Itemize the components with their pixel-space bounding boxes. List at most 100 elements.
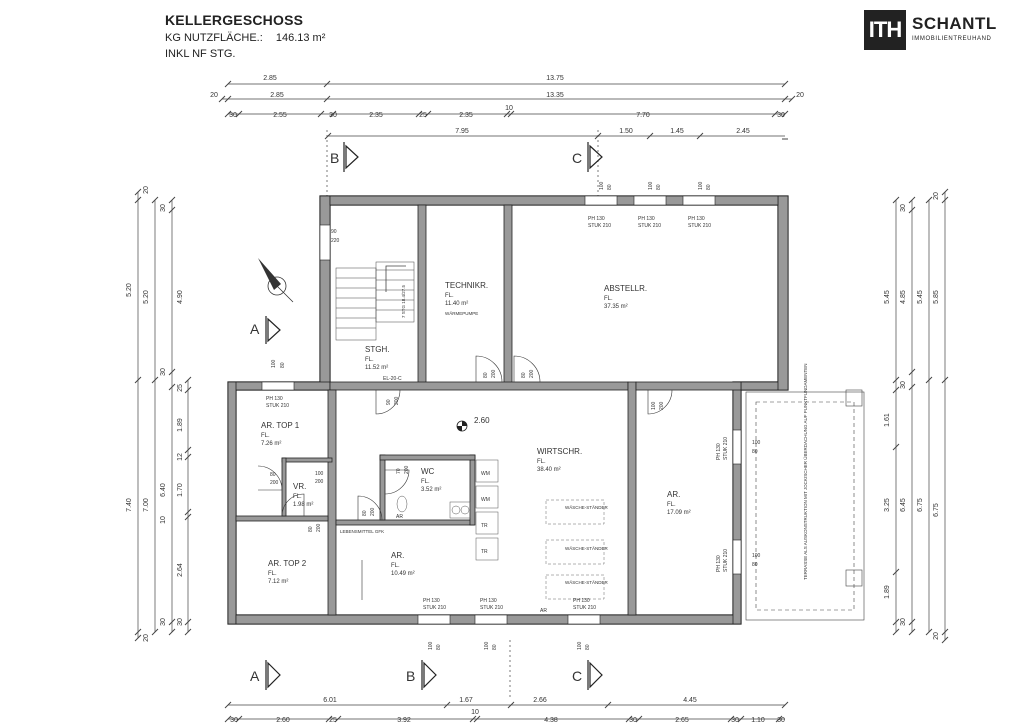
logo-mark: ITH [864,10,906,50]
window-label-8: PH 130 [716,443,722,460]
svg-text:WIRTSCHR.: WIRTSCHR. [537,447,582,456]
door-w-16: 100 [484,641,490,650]
window-label-4: PH 130 [266,396,283,402]
door-w-1: 90 [331,229,337,235]
dim-top-r4-1: 1.50 [619,128,633,135]
dim-bottom-r1-0: 6.01 [323,697,337,704]
laundry-racks [545,499,605,600]
door-h-9: 200 [370,507,376,516]
dim-left-7: 1.89 [177,418,184,432]
door-w-14: 100 [698,181,704,190]
dim-top-r3-8: 30 [777,112,785,119]
top-dimension-texts: 2.85 13.75 20 2.85 13.35 20 30 2.55 30 2… [210,75,804,135]
bottom-dimension-texts: 6.01 1.67 2.66 4.45 30 2.60 25 3.92 10 4… [230,697,785,724]
dim-right-12: 1.89 [884,585,891,599]
svg-text:A: A [250,668,260,684]
dim-bottom-r2-4: 10 [471,709,479,716]
svg-text:FL.: FL. [604,296,613,302]
svg-text:VR.: VR. [293,482,306,491]
dim-top-r1-1: 13.75 [546,75,564,82]
svg-text:10.49 m²: 10.49 m² [391,571,415,577]
door-h-4: 200 [394,396,400,405]
svg-text:7.12 m²: 7.12 m² [268,579,288,585]
appliance-wm-2: WM [481,497,490,503]
door-h-2: 200 [491,369,497,378]
door-w-6: 80 [270,472,276,478]
ar-small-label: AR [396,514,403,520]
dim-left-10: 10 [160,516,167,524]
dim-left-6: 25 [177,384,184,392]
dim-top-r2-0: 20 [210,92,218,99]
wall-fills [227,195,789,625]
door-h-12: 80 [607,184,613,190]
dim-bottom-r2-9: 1.10 [751,717,765,724]
dim-top-r2-1: 2.85 [270,92,284,99]
terrace-outline [745,389,865,621]
section-b-bottom-marker: B [406,660,437,690]
drawing-title: KELLERGESCHOSS [165,12,304,28]
dim-left-4: 4.90 [177,290,184,304]
dim-right-6: 30 [900,381,907,389]
room-storage-top1: AR. TOP 1 FL. 7.26 m² [261,421,300,447]
section-a-left-marker: A [250,316,281,344]
dim-top-r2-2: 13.35 [546,92,564,99]
annotations: 2.60 PH 130 STUK 210 PH 130 STUK 210 PH … [266,181,808,650]
room-wc: WC FL. 3.52 m² [421,467,441,493]
door-h-19: 80 [752,562,758,568]
dim-left-3: 5.20 [143,290,150,304]
room-utility: WIRTSCHR. FL. 38.40 m² [537,447,582,473]
area-note: INKL NF STG. [165,48,236,60]
door-h-18: 80 [752,449,758,455]
dim-bottom-r2-6: 30 [629,717,637,724]
appliance-wm-1: WM [481,471,490,477]
door-h-16: 80 [492,644,498,650]
dim-bottom-r2-10: 30 [777,717,785,724]
dim-left-15: 30 [160,618,167,626]
room-technical: TECHNIKR. FL. 11.40 m² WÄRMEPUMPE [445,281,488,316]
stairs-note: 7 STG 18.4/27.5 [401,284,406,318]
window-label-3b: STUK 210 [688,223,711,229]
dim-left-5: 30 [160,368,167,376]
svg-text:ABSTELLR.: ABSTELLR. [604,284,647,293]
level-value: 2.60 [474,416,490,425]
door-w-13: 100 [648,181,654,190]
door-h-1: 220 [331,238,340,244]
section-c-top-marker: C [572,142,603,172]
dim-bottom-r2-7: 2.65 [675,717,689,724]
svg-text:37.35 m²: 37.35 m² [604,304,628,310]
room-stairwell: STGH. FL. 11.52 m² [365,345,389,371]
svg-text:11.40 m²: 11.40 m² [445,301,468,307]
door-swings [257,355,673,600]
left-dimension-texts: 20 30 5.20 5.20 4.90 30 25 1.89 12 1.70 … [126,186,184,642]
dim-top-r2-3: 20 [796,92,804,99]
svg-text:TECHNIKR.: TECHNIKR. [445,281,488,290]
dim-right-0: 20 [933,192,940,200]
svg-text:FL.: FL. [268,571,277,577]
svg-text:WC: WC [421,467,435,476]
svg-text:1.98 m²: 1.98 m² [293,502,313,508]
svg-text:AR. TOP 1: AR. TOP 1 [261,421,300,430]
left-dimension-lines [134,188,192,642]
svg-text:A: A [250,321,260,337]
window-label-9b: STUK 210 [723,549,729,572]
svg-text:B: B [330,150,339,166]
door-h-13: 80 [656,184,662,190]
room-storage-large: ABSTELLR. FL. 37.35 m² [604,284,647,310]
level-marker-icon [456,420,468,432]
dim-right-5: 5.85 [933,290,940,304]
dim-right-10: 6.75 [917,498,924,512]
door-h-5: 200 [659,401,665,410]
room-storage-small: AR. FL. 10.49 m² [391,551,415,577]
svg-text:FL.: FL. [391,563,400,569]
room-storage-top2: AR. TOP 2 FL. 7.12 m² [268,559,307,585]
dim-left-17: 20 [143,634,150,642]
dim-top-r3-2: 30 [329,112,337,119]
bottom-dimension-lines [224,640,789,723]
appliances [396,459,499,561]
door-h-3: 200 [529,369,535,378]
dim-right-11: 6.75 [933,503,940,517]
dim-top-r3-7: 7.70 [636,112,650,119]
ar-bottom-label: AR [540,608,547,614]
window-label-8b: STUK 210 [723,437,729,460]
room-vestibule: VR. FL. 1.98 m² [293,482,313,508]
